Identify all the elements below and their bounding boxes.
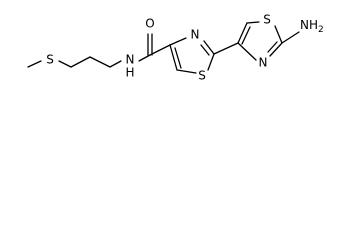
alkyl-chain xyxy=(27,56,122,68)
amide-group xyxy=(138,33,171,62)
amino-label: NH xyxy=(300,18,318,32)
atom-s-thiazole-2: S xyxy=(263,13,271,27)
bond-ch2-n xyxy=(109,60,122,68)
bond-r2-c2-n-inner xyxy=(267,41,278,53)
bond-c2-n-inner xyxy=(200,44,210,56)
atom-n-thiazole-2: N xyxy=(259,56,268,70)
bond-ring-ring xyxy=(213,42,239,55)
bond-ch2-ch2-b xyxy=(89,56,111,68)
bond-r2-c5-s xyxy=(246,21,260,24)
bond-carbonyl-ring xyxy=(149,44,171,56)
bond-c5-s xyxy=(176,69,197,74)
bond-s-ch2 xyxy=(58,60,72,68)
bond-methyl-s xyxy=(27,60,42,68)
bond-c2-nh2 xyxy=(281,31,300,44)
atom-s-thiazole-1: S xyxy=(198,69,206,83)
bond-s-c2 xyxy=(207,53,215,71)
amino-subscript: 2 xyxy=(318,25,324,35)
bond-r2-c4-c5-inner xyxy=(241,26,251,45)
thiazole-ring-1 xyxy=(169,37,215,74)
bond-n-c4 xyxy=(169,37,187,46)
bond-ch2-ch2-a xyxy=(70,56,91,68)
bond-r2-s-c2 xyxy=(274,25,283,44)
bond-r2-c4-c5 xyxy=(237,22,248,44)
bond-c4-c5 xyxy=(169,44,178,71)
atom-amino-group: NH2 xyxy=(300,18,324,35)
atom-h-amide: H xyxy=(125,66,134,80)
thiazole-ring-2 xyxy=(237,21,300,61)
atom-o-carbonyl: O xyxy=(145,17,154,31)
bond-n-carbonyl xyxy=(138,54,151,62)
atom-n-amide: N xyxy=(126,53,135,67)
bond-r2-n-c4 xyxy=(237,42,257,61)
bond-r2-c2-n xyxy=(269,42,283,57)
bond-c4-c5-inner xyxy=(174,47,182,69)
atom-s-methylthio: S xyxy=(46,53,54,67)
atom-labels: S N H O N S S N NH2 xyxy=(46,13,324,83)
atom-n-thiazole-1: N xyxy=(191,28,200,42)
bond-c2-n xyxy=(203,40,215,55)
chemical-structure: S N H O N S S N NH2 xyxy=(27,13,324,83)
